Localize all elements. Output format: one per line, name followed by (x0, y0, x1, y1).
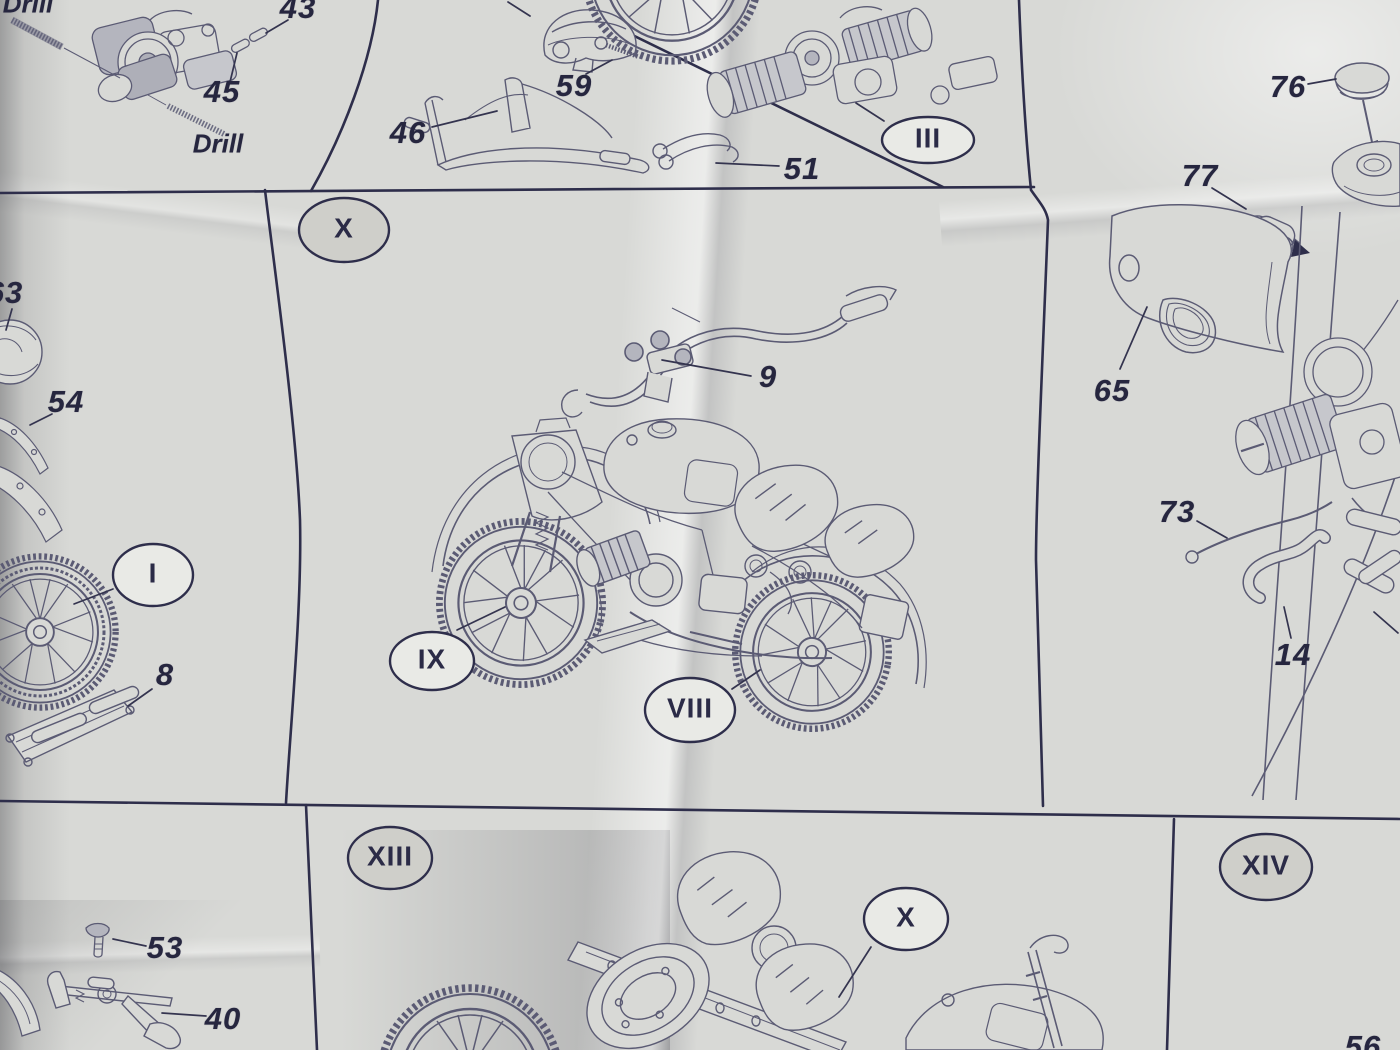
engine-right-drawing (1235, 337, 1400, 533)
callout-59: 59 (555, 68, 593, 103)
callout-51: 51 (783, 151, 821, 186)
badge-XIV: XIV (1241, 849, 1291, 881)
rack-8-drawing (5, 685, 140, 767)
callout-77: 77 (1181, 158, 1219, 193)
callout-14: 14 (1274, 637, 1312, 672)
callout-9: 9 (758, 359, 778, 394)
tire-wheel-I-drawing (0, 556, 116, 707)
leader-lines (5, 1, 1399, 1017)
callout-56: 56 (1344, 1029, 1382, 1050)
badge-I: I (148, 557, 158, 589)
exhaust-pipes-51-drawing (652, 133, 739, 170)
step-badges (111, 115, 1314, 952)
fender-piece-bl-drawing (0, 970, 41, 1037)
badge-XIII: XIII (366, 840, 414, 872)
handlebar-9-drawing (561, 285, 897, 418)
badge-III: III (914, 122, 942, 154)
badge-X-bottom: X (896, 901, 916, 933)
motorcycle-main-drawing (422, 417, 927, 741)
callout-46: 46 (389, 115, 427, 150)
callout-43: 43 (279, 0, 317, 25)
rear-assembly-drawing (380, 851, 1104, 1050)
hose-14-drawing (1242, 529, 1331, 604)
stand-40-drawing (46, 970, 181, 1050)
badge-VIII: VIII (666, 692, 714, 724)
callout-8: 8 (155, 657, 175, 692)
frame-drawing (403, 77, 650, 174)
callout-drill-upper: Drill (2, 0, 54, 19)
callout-73: 73 (1158, 494, 1196, 529)
callout-53: 53 (146, 930, 184, 965)
callout-45: 45 (203, 74, 241, 109)
headlamp-63-drawing (0, 319, 43, 385)
callout-65: 65 (1093, 373, 1131, 408)
badge-IX: IX (417, 643, 447, 675)
pipes-right-drawing (1343, 508, 1400, 594)
fender-strips-54-drawing (0, 417, 63, 543)
callout-76: 76 (1269, 69, 1307, 104)
badge-X-top: X (334, 212, 354, 244)
cowl-65-drawing (1108, 204, 1293, 354)
callout-40: 40 (204, 1001, 242, 1036)
callout-63: 63 (0, 275, 24, 310)
engine-assembly-drawing (10, 9, 268, 137)
boxer-engine-drawing (706, 6, 998, 118)
cable-73-drawing (1185, 501, 1333, 564)
bolt-53-drawing (85, 922, 110, 958)
callout-54: 54 (47, 384, 85, 419)
callout-drill-lower: Drill (192, 128, 244, 159)
tank-top-drawing (1331, 140, 1400, 208)
